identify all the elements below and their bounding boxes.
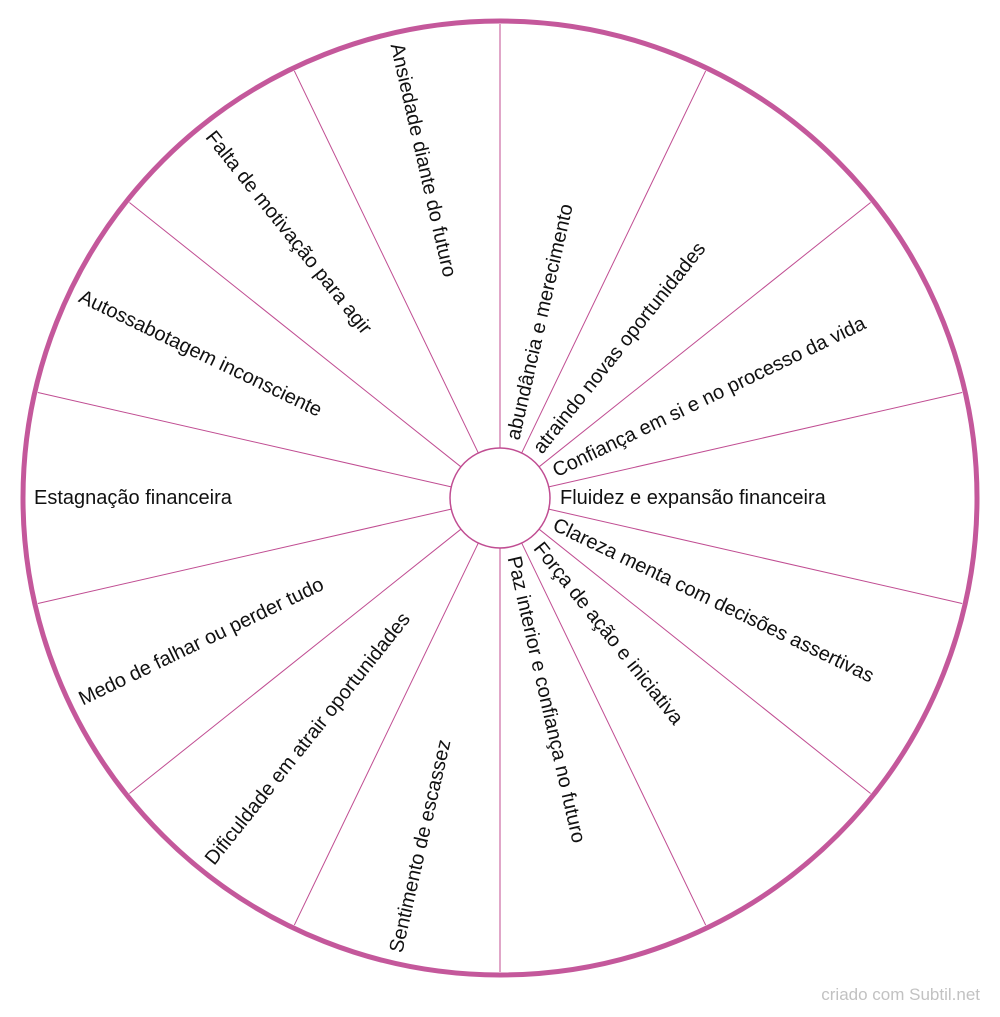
wheel-spoke <box>521 70 707 454</box>
segment-label: Medo de falhar ou perder tudo <box>75 574 327 711</box>
wheel-spoke <box>293 542 479 926</box>
wheel-hub <box>449 447 551 549</box>
segment-label: Sentimento de escassez <box>386 737 456 954</box>
segment-label: Ansiedade diante do futuro <box>386 41 461 279</box>
wheel-spoke <box>538 202 871 468</box>
wheel-spoke <box>129 202 462 468</box>
segment-label: Estagnação financeira <box>34 487 233 509</box>
wheel-spoke <box>129 528 462 794</box>
wheel-spoke <box>548 508 963 604</box>
wheel-spoke <box>293 70 479 454</box>
wheel-spoke <box>548 392 963 488</box>
segment-label: Confiança em si e no processo da vida <box>549 312 870 482</box>
segment-label: Fluidez e expansão financeira <box>560 487 827 509</box>
segment-label: Dificuldade em atrair oportunidades <box>201 609 415 870</box>
segment-label: Autossabotagem inconsciente <box>75 286 325 422</box>
wheel-spoke <box>538 528 871 794</box>
credit-text: criado com Subtil.net <box>821 985 980 1004</box>
wheel-spoke <box>521 542 707 926</box>
segment-label: Clareza menta com decisões assertivas <box>549 514 877 687</box>
wheel-spokes <box>37 24 963 972</box>
wheel-rim <box>20 18 980 978</box>
wheel-spoke <box>37 392 452 488</box>
segment-label: Falta de motivação para agir <box>201 127 376 339</box>
wheel-spoke <box>37 508 452 604</box>
